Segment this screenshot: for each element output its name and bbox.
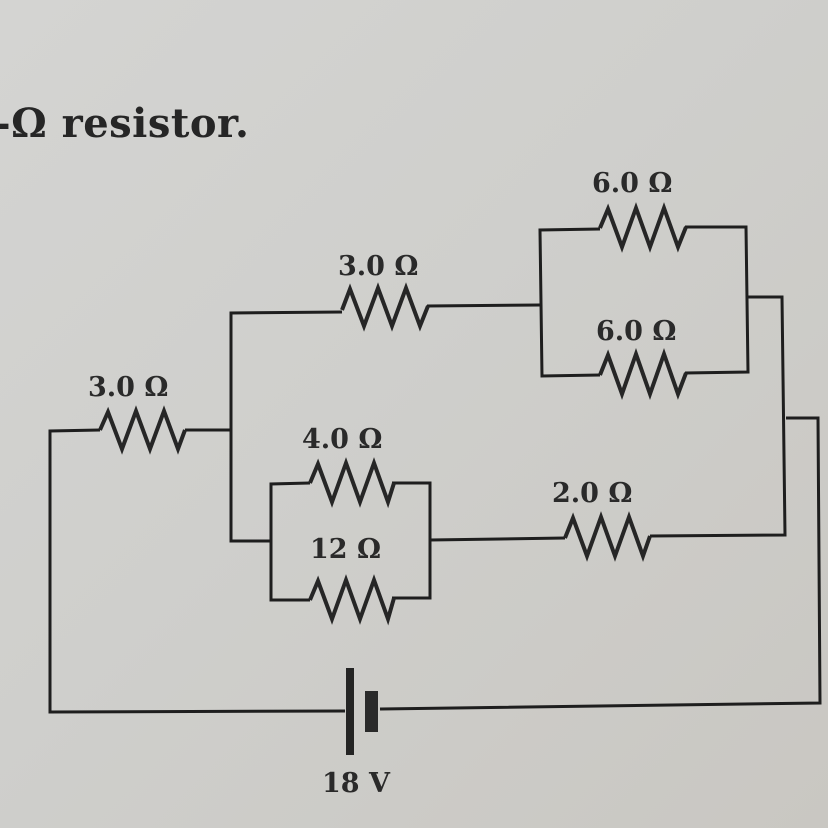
resistor-zigzag-icon: [598, 347, 688, 401]
resistor-r-4: [308, 457, 396, 509]
resistor-r-top: [340, 282, 430, 332]
resistor-r-left: [98, 405, 187, 455]
resistor-r-6b: [598, 347, 688, 401]
resistor-zigzag-icon: [308, 457, 396, 509]
wire-6-to-2: [649, 295, 787, 538]
wire-6-box-left: [538, 227, 601, 378]
label-r-12: 12 Ω: [310, 534, 381, 565]
resistor-r-12: [308, 574, 396, 626]
battery-long-plate: [346, 668, 354, 755]
resistor-r-6a: [598, 202, 688, 253]
label-r-6b: 6.0 Ω: [596, 316, 676, 347]
wire-bottom-right: [379, 416, 822, 711]
label-battery: 18 V: [322, 768, 391, 799]
resistor-r-2: [563, 511, 652, 562]
resistor-zigzag-icon: [98, 405, 187, 455]
label-r-4: 4.0 Ω: [302, 424, 382, 455]
wire-6-box-right: [684, 225, 750, 375]
wire-left-outer: [48, 428, 346, 714]
wire-4-12-box-right: [392, 481, 432, 600]
wire-2-left: [429, 536, 566, 542]
label-r-6a: 6.0 Ω: [592, 168, 672, 199]
problem-text: -Ω resistor.: [0, 100, 250, 147]
resistor-zigzag-icon: [563, 511, 652, 562]
wire-r-top-right: [426, 303, 541, 308]
label-r-top: 3.0 Ω: [338, 251, 418, 282]
resistor-zigzag-icon: [598, 202, 688, 253]
label-r-2: 2.0 Ω: [552, 478, 632, 509]
wires: [48, 225, 822, 714]
battery-icon: [346, 668, 378, 755]
resistor-zigzag-icon: [308, 574, 396, 626]
wire-junction-vertical: [229, 310, 343, 543]
label-r-left: 3.0 Ω: [88, 372, 168, 403]
wire-4-12-box-left: [269, 481, 311, 602]
battery-short-plate: [365, 691, 378, 732]
resistor-zigzag-icon: [340, 282, 430, 332]
